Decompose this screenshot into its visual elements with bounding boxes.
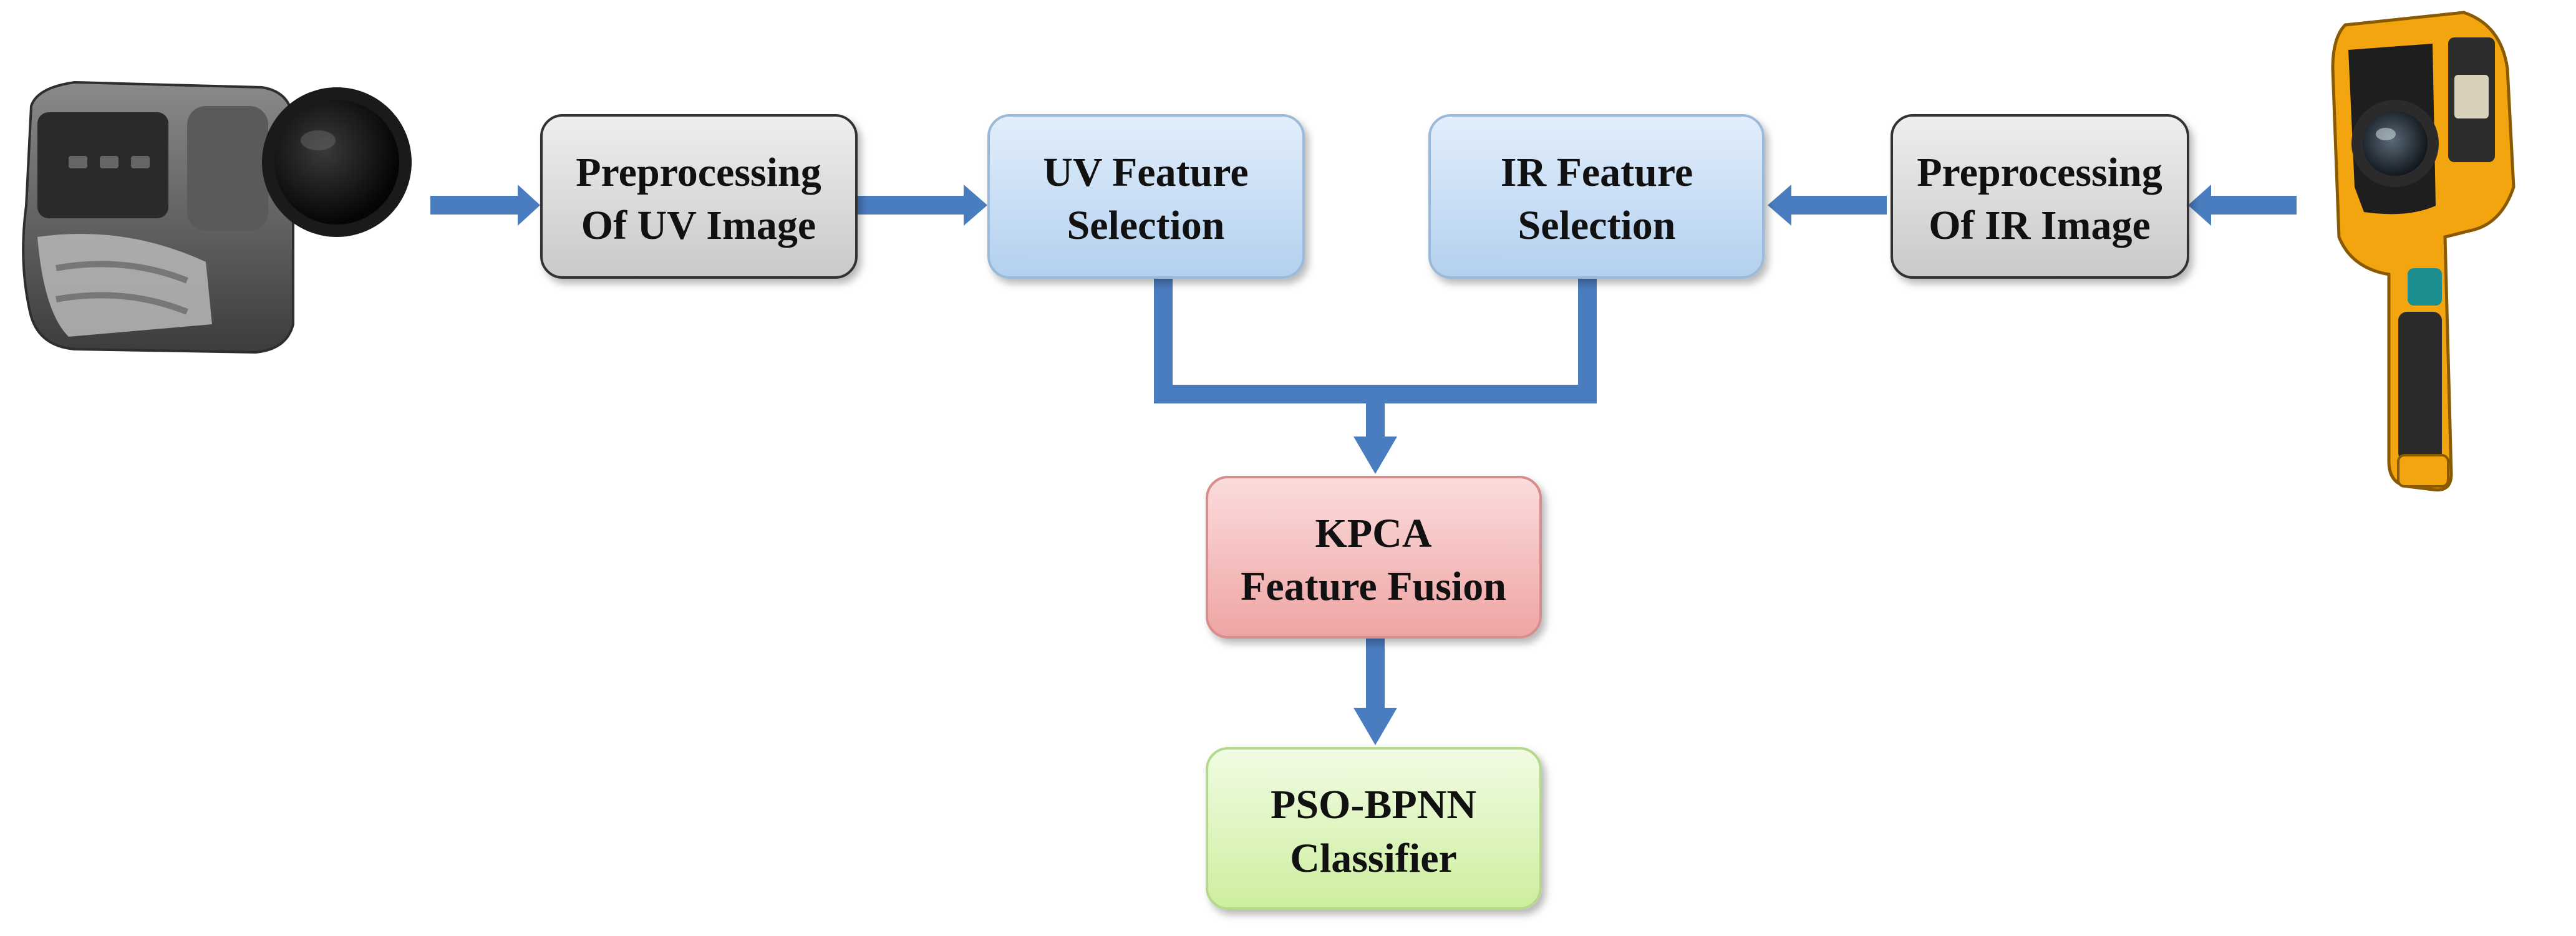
- preprocessing-uv-label-line2: Of UV Image: [581, 203, 816, 248]
- connectors: [430, 185, 2297, 745]
- ir-feature-label-line1: IR Feature: [1501, 150, 1693, 195]
- preprocessing-ir-label-line1: Preprocessing: [1917, 150, 2162, 195]
- preprocessing-ir-label-line2: Of IR Image: [1929, 203, 2151, 248]
- ir-feature-selection-box: [1428, 114, 1765, 279]
- arrow-preprocessing-to-ir-feature: [1768, 185, 1887, 226]
- uv-feature-label-line1: UV Feature: [1043, 150, 1248, 195]
- uv-camera-icon: [22, 80, 412, 354]
- preprocessing-uv-box: [540, 114, 858, 279]
- uv-feature-selection-box: [987, 114, 1305, 279]
- preprocessing-uv-label-line1: Preprocessing: [576, 150, 821, 195]
- arrow-kpca-to-classifier: [1353, 639, 1397, 745]
- infrared-thermal-camera-icon: [2331, 11, 2515, 492]
- kpca-feature-fusion-box: [1206, 476, 1542, 639]
- classifier-label-line1: PSO-BPNN: [1271, 782, 1476, 827]
- uv-feature-label-line2: Selection: [1067, 203, 1225, 248]
- kpca-label-line2: Feature Fusion: [1241, 564, 1506, 609]
- pso-bpnn-classifier-box: [1206, 747, 1542, 910]
- classifier-label-line2: Classifier: [1290, 836, 1457, 881]
- merge-connector: [1154, 279, 1597, 474]
- preprocessing-ir-box: [1891, 114, 2189, 279]
- arrow-ir-camera-to-preprocessing: [2188, 185, 2297, 226]
- arrow-uv-camera-to-preprocessing: [430, 185, 540, 226]
- kpca-label-line1: KPCA: [1315, 511, 1432, 556]
- arrow-preprocessing-to-uv-feature: [858, 185, 987, 226]
- ir-feature-label-line2: Selection: [1518, 203, 1676, 248]
